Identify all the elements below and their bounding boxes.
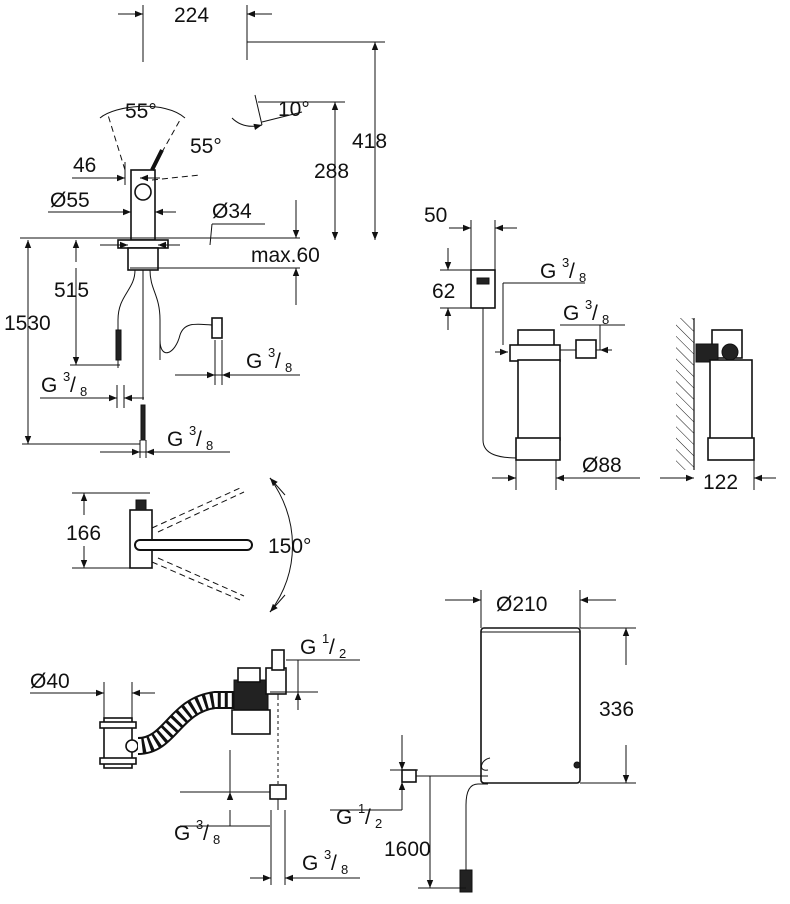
svg-text:2: 2 [375,816,382,831]
svg-text:8: 8 [80,384,87,399]
drain-thread-label-top: G 1 / 2 [300,631,346,661]
dim-cable-length: 1600 [384,838,431,861]
dim-max-counter: max.60 [251,244,320,267]
svg-text:3: 3 [324,847,331,862]
drain-thread-label-bottom: G 3 / 8 [302,847,348,877]
svg-text:3: 3 [585,297,592,312]
dim-filter-diameter: Ø88 [582,454,622,477]
svg-text:/: / [275,350,281,373]
svg-text:/: / [329,636,335,659]
svg-text:3: 3 [196,817,203,832]
svg-text:G: G [336,806,352,829]
dim-wall-depth: 122 [703,471,738,494]
dim-hose-1530: 1530 [4,312,51,335]
thread-label-b: G 3 / 8 [246,345,292,375]
dim-handle-offset: 46 [73,154,96,177]
dim-drain-diameter: Ø40 [30,670,70,693]
dim-boiler-height: 336 [599,698,634,721]
svg-text:3: 3 [63,369,70,384]
thread-label-c: G 3 / 8 [167,423,213,453]
dim-filter-head-height: 62 [432,280,455,303]
svg-text:G: G [41,374,57,397]
svg-text:/: / [365,806,371,829]
dim-rotation-depth: 166 [66,522,101,545]
drain-drawing: Ø40 G 1 / 2 G 3 / 8 G 3 [30,631,360,885]
svg-text:8: 8 [213,832,220,847]
svg-text:G: G [563,302,579,325]
dim-spout-angle: 10° [278,98,310,121]
svg-text:1: 1 [358,801,365,816]
svg-text:G: G [302,852,318,875]
dim-swivel-angle: 150° [268,535,311,558]
svg-text:/: / [331,852,337,875]
dim-base-diameter: Ø55 [50,189,90,212]
svg-text:/: / [203,822,209,845]
filter-drawing: 50 62 G 3 / 8 G 3 / 8 Ø88 [424,204,776,494]
svg-text:G: G [167,428,183,451]
svg-text:/: / [592,302,598,325]
rotation-drawing: 150° 166 [66,477,311,613]
svg-text:G: G [174,822,190,845]
svg-text:1: 1 [322,631,329,646]
dim-handle-angle-right: 55° [190,135,222,158]
dim-filter-head-width: 50 [424,204,447,227]
dim-hole-diameter: Ø34 [212,200,252,223]
svg-text:8: 8 [341,862,348,877]
dim-spout-height: 288 [314,160,349,183]
dim-faucet-width: 224 [174,4,209,27]
drain-thread-label-mid: G 3 / 8 [174,817,220,847]
dim-total-height: 418 [352,130,387,153]
svg-text:3: 3 [189,423,196,438]
thread-label-a: G 3 / 8 [41,369,87,399]
faucet-drawing: 224 418 288 10° 55° 55° 46 Ø55 [4,4,387,458]
svg-text:3: 3 [268,345,275,360]
svg-text:8: 8 [602,312,609,327]
svg-text:3: 3 [562,255,569,270]
svg-text:/: / [70,374,76,397]
dim-handle-angle-left: 55° [125,100,157,123]
svg-text:8: 8 [579,270,586,285]
svg-text:/: / [196,428,202,451]
filter-thread-label-b: G 3 / 8 [563,297,609,327]
svg-text:/: / [569,260,575,283]
filter-thread-label-a: G 3 / 8 [540,255,586,285]
svg-text:8: 8 [206,438,213,453]
svg-text:2: 2 [339,646,346,661]
boiler-thread-label: G 1 / 2 [336,801,382,831]
svg-text:8: 8 [285,360,292,375]
boiler-drawing: Ø210 336 G 1 / 2 1600 [330,590,636,893]
svg-text:G: G [246,350,262,373]
dim-hose-515: 515 [54,279,89,302]
svg-text:G: G [540,260,556,283]
dim-boiler-diameter: Ø210 [496,593,547,616]
svg-text:G: G [300,636,316,659]
